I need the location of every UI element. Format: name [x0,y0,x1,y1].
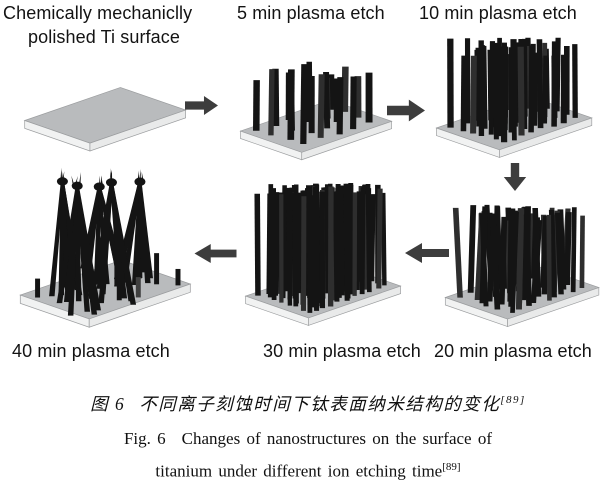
illustration-etch-20min [444,204,600,328]
label-etch-40min: 40 min plasma etch [12,341,170,361]
arrow-left-icon [405,243,449,263]
arrow-left-icon [194,243,237,264]
caption-zh-text: 不同离子刻蚀时间下钛表面纳米结构的变化 [139,394,501,414]
illustration-polished-ti-surface [23,87,187,152]
illustration-etch-10min [435,37,593,158]
label-polished-line2: polished Ti surface [28,27,180,47]
label-etch-30min: 30 min plasma etch [263,341,421,361]
label-etch-5min: 5 min plasma etch [237,3,385,23]
caption-en-text2: titanium under different ion etching tim… [155,461,443,481]
illustration-etch-40min [19,167,192,328]
caption-en-text1: Changes of nanostructures on the surface… [181,429,493,448]
caption-english-line1: Fig. 6 Changes of nanostructures on the s… [0,429,616,449]
caption-en-ref: [89] [442,461,461,473]
caption-en-figno: Fig. 6 [123,429,166,448]
arrow-down-icon [503,163,527,191]
caption-zh-ref: [89] [500,394,526,407]
illustration-etch-5min [239,61,393,161]
caption-english-line2: titanium under different ion etching tim… [0,461,616,482]
caption-chinese: 图 6 不同离子刻蚀时间下钛表面纳米结构的变化[89] [0,391,616,416]
label-etch-20min: 20 min plasma etch [434,341,592,361]
arrow-right-icon [185,96,218,115]
label-polished-line1: Chemically mechaniclly [3,3,193,23]
caption-zh-figno: 图 6 [90,394,126,414]
label-etch-10min: 10 min plasma etch [419,3,577,23]
arrow-right-icon [387,99,425,122]
illustration-etch-30min [244,183,402,326]
